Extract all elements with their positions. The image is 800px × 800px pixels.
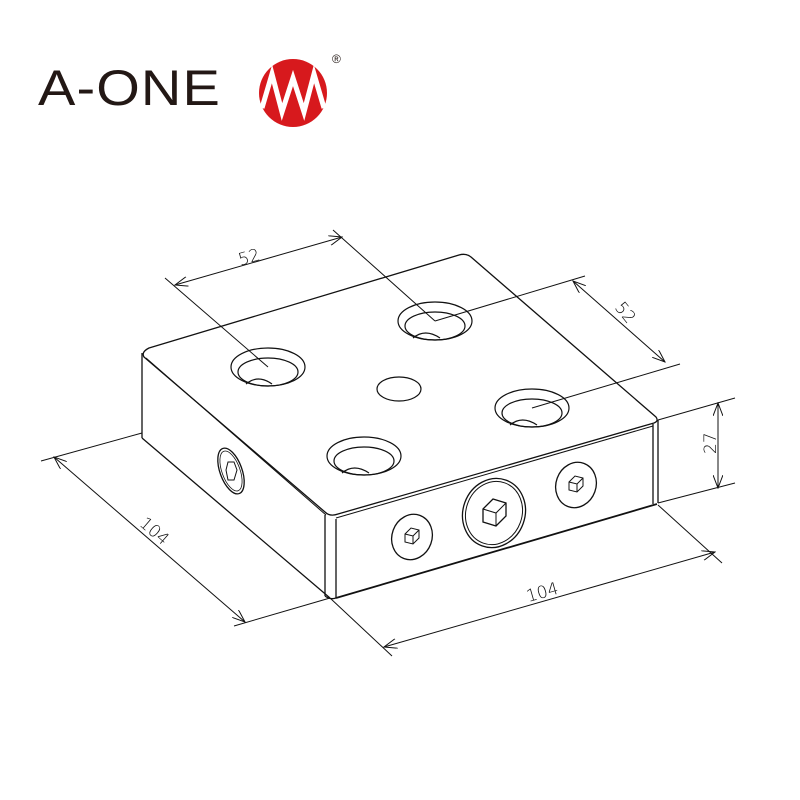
registered-mark: ® — [332, 52, 341, 66]
dim-label-104-front: 104 — [524, 579, 561, 607]
dim-label-52-x: 52 — [236, 245, 262, 270]
counterbored-hole-left — [230, 347, 306, 387]
dimension-hole-spacing-x — [164, 229, 436, 368]
counterbored-hole-front — [326, 436, 402, 476]
hex-screw-center-large — [461, 477, 527, 549]
dimension-length-front — [329, 504, 723, 657]
dim-label-104-left: 104 — [135, 513, 173, 549]
dim-label-52-y: 52 — [610, 298, 639, 327]
dimension-length-left — [40, 432, 331, 627]
counterbored-hole-right — [494, 388, 570, 428]
block-outline — [141, 253, 659, 600]
dim-label-27: 27 — [701, 432, 721, 454]
hex-screw-front-right — [554, 461, 598, 509]
brand-logo: A-ONE ® — [38, 52, 358, 142]
hex-screw-front-left — [390, 513, 434, 561]
hex-screw-left-face — [217, 447, 245, 495]
counterbored-hole-top — [397, 301, 473, 341]
brand-name: A-ONE — [38, 60, 221, 116]
dimension-hole-spacing-y — [434, 275, 681, 409]
center-pin-hole — [376, 376, 422, 402]
dimension-height — [657, 397, 736, 504]
brand-m-mark-icon — [259, 59, 327, 127]
